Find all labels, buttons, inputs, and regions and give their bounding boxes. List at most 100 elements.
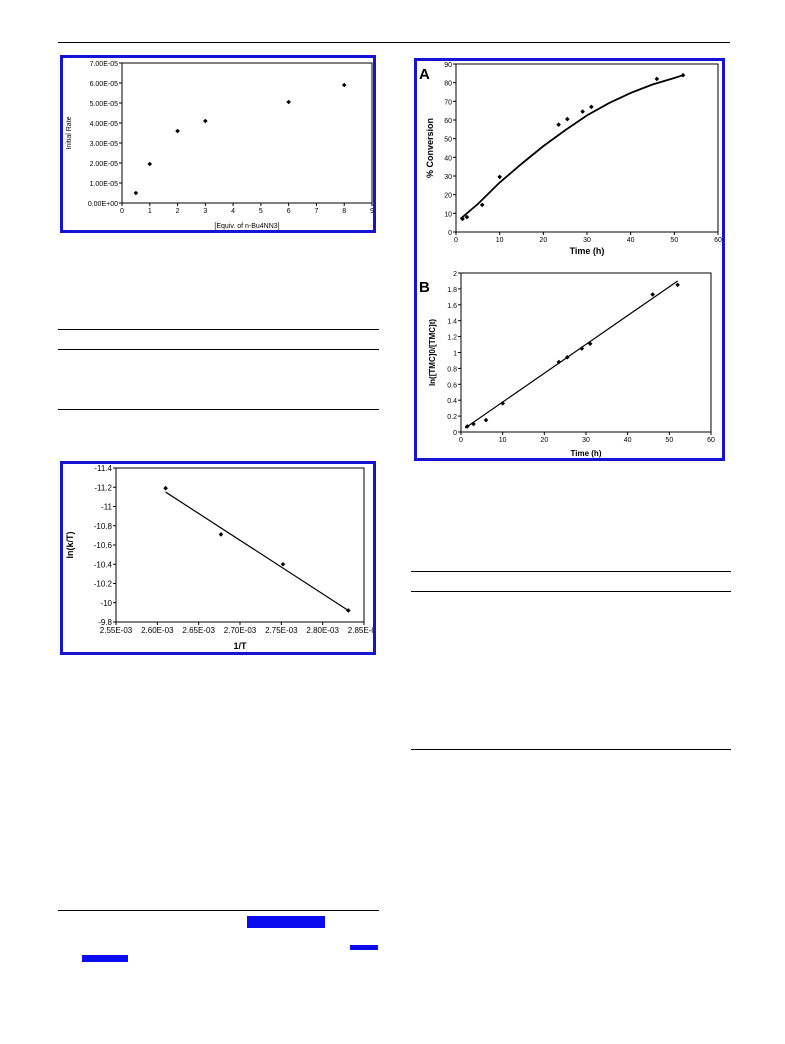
y-axis-label: ln([TMC]0/[TMC]t) — [428, 319, 437, 386]
y-tick-label: -11.2 — [94, 483, 112, 492]
y-tick-label: 5.00E-05 — [90, 101, 119, 108]
x-axis-label: Time (h) — [570, 246, 605, 256]
y-tick-label: 1 — [453, 351, 457, 358]
table-bottom-rule — [58, 409, 379, 410]
data-point — [483, 417, 489, 423]
x-tick-label: 2 — [176, 208, 180, 215]
data-point — [680, 72, 686, 78]
x-tick-label: 50 — [670, 237, 678, 244]
y-tick-label: 90 — [444, 62, 452, 69]
y-tick-label: -10.8 — [94, 522, 113, 531]
data-point — [175, 128, 180, 134]
y-tick-label: -11 — [101, 503, 113, 512]
eyring-plot-figure: -9.8 -10 -10.2 -10.4 -10.6 -10.8 -11 -11.2 -11.4… — [60, 461, 376, 655]
y-tick-label: 4.00E-05 — [90, 121, 119, 128]
data-point — [556, 359, 562, 365]
eyring-chart: -9.8 -10 -10.2 -10.4 -10.6 -10.8 -11 -11.2 -11.4… — [65, 464, 373, 651]
data-point — [280, 561, 286, 567]
data-point — [580, 109, 585, 114]
y-axis-label: % Conversion — [425, 118, 435, 178]
x-tick-label: 40 — [627, 237, 635, 244]
y-tick-label: 60 — [444, 118, 452, 125]
plot-area — [460, 272, 712, 433]
x-tick-label: 2.65E-03 — [182, 626, 215, 635]
x-tick-label: 2.70E-03 — [224, 626, 257, 635]
table2-top-rule — [411, 571, 731, 572]
y-tick-label: 70 — [444, 99, 452, 106]
data-point — [654, 76, 660, 82]
x-tick-label: 20 — [540, 437, 548, 444]
panel-label: A — [419, 66, 430, 83]
data-point — [464, 424, 470, 429]
x-tick-label: 1 — [148, 208, 152, 215]
data-point — [471, 421, 476, 427]
data-point — [203, 118, 208, 124]
fit-line — [459, 74, 684, 220]
fit-line — [464, 280, 679, 429]
y-tick-label: 6.00E-05 — [90, 81, 119, 88]
data-point — [460, 216, 465, 222]
x-axis-label: Time (h) — [571, 449, 602, 458]
y-tick-label: 1.6 — [447, 303, 457, 310]
table-top-rule — [58, 329, 379, 330]
plot-area — [455, 63, 719, 233]
table2-header-rule — [411, 591, 731, 592]
data-point — [497, 174, 502, 180]
data-point — [479, 202, 485, 208]
data-point — [133, 190, 139, 196]
y-tick-label: 1.2 — [447, 335, 457, 342]
y-tick-label: -10 — [100, 599, 112, 608]
x-tick-label: 2.80E-03 — [306, 626, 339, 635]
y-tick-label: 40 — [444, 155, 452, 162]
x-tick-label: 5 — [259, 208, 263, 215]
data-point — [286, 99, 291, 105]
x-tick-label: 2.75E-03 — [265, 626, 298, 635]
y-tick-label: 0.00E+00 — [88, 201, 118, 208]
y-tick-label: -10.2 — [94, 580, 113, 589]
page-header-rule — [58, 42, 730, 43]
panel-label: B — [419, 279, 430, 296]
y-tick-label: -10.6 — [94, 541, 113, 550]
y-tick-label: 50 — [444, 137, 452, 144]
x-tick-label: 10 — [499, 437, 507, 444]
y-tick-label: 80 — [444, 81, 452, 88]
y-tick-label: -10.4 — [94, 560, 113, 569]
y-tick-label: 0 — [448, 230, 452, 237]
y-tick-label: 7.00E-05 — [90, 61, 119, 68]
y-tick-label: -9.8 — [98, 618, 112, 627]
y-tick-label: -11.4 — [94, 464, 112, 473]
x-tick-label: 0 — [120, 208, 124, 215]
link-highlight-1[interactable] — [247, 916, 325, 928]
x-tick-label: 2.55E-03 — [100, 626, 133, 635]
data-point — [345, 608, 351, 613]
y-tick-label: 0 — [453, 430, 457, 437]
plot-area — [115, 467, 365, 623]
table2-bottom-rule — [411, 749, 731, 750]
x-tick-label: 4 — [231, 208, 235, 215]
x-tick-label: 0 — [459, 437, 463, 444]
link-highlight-3[interactable] — [82, 955, 128, 962]
x-tick-label: 7 — [314, 208, 318, 215]
y-tick-label: 0.4 — [447, 398, 457, 405]
data-point — [675, 282, 680, 288]
data-point — [589, 104, 594, 110]
y-tick-label: 0.2 — [447, 414, 457, 421]
data-point — [579, 346, 585, 351]
data-point — [650, 292, 655, 297]
link-highlight-2[interactable] — [350, 945, 378, 950]
x-tick-label: 20 — [539, 237, 547, 244]
fit-line — [165, 491, 349, 611]
y-tick-label: 20 — [444, 193, 452, 200]
y-axis-label: Initial Rate — [66, 116, 73, 149]
x-tick-label: 30 — [582, 437, 590, 444]
x-tick-label: 60 — [707, 437, 715, 444]
y-axis-label: ln(k/T) — [65, 532, 75, 559]
x-tick-label: 50 — [665, 437, 673, 444]
data-point — [218, 532, 224, 537]
x-tick-label: 6 — [287, 208, 291, 215]
data-point — [341, 82, 347, 88]
x-tick-label: 9 — [370, 208, 373, 215]
x-tick-label: 2.85E-03 — [348, 626, 373, 635]
